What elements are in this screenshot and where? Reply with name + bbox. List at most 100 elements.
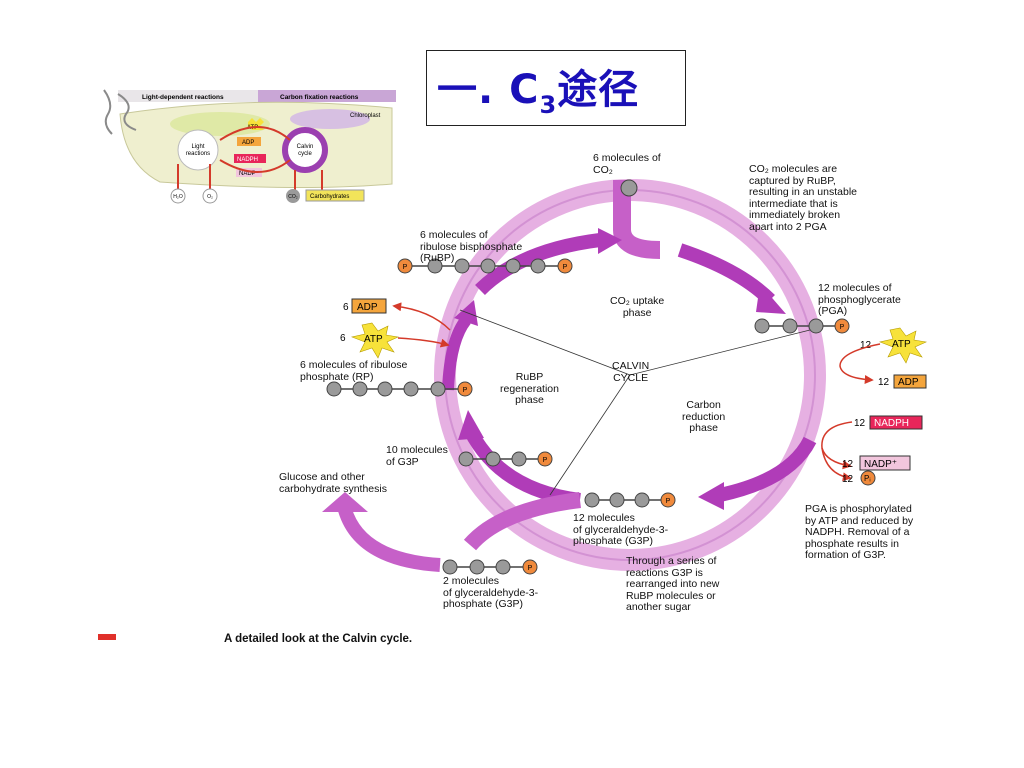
calvin-cycle-circle [282, 127, 328, 173]
pi12-number: 12 [842, 474, 854, 485]
cycle-arrow-lower-right-head [698, 482, 724, 510]
pga-chain: P [754, 318, 850, 334]
cycle-arrow-top-head [598, 228, 622, 254]
svg-text:P: P [463, 387, 468, 394]
g3p10-label: 10 molecules of G3P [386, 444, 448, 468]
divider-line-bottom [549, 374, 631, 496]
g3p2-chain: P [442, 559, 538, 575]
pga-note: PGA is phosphorylated by ATP and reduced… [805, 503, 914, 561]
atp12-burst [878, 327, 928, 364]
divider-line-left [459, 309, 631, 376]
pi12-arrow [821, 447, 852, 482]
inset-nadp-box [236, 168, 262, 177]
adp6-arrow [392, 302, 451, 331]
adp12-number: 12 [878, 377, 890, 388]
svg-text:P: P [403, 264, 408, 271]
svg-text:P: P [563, 264, 568, 271]
cycle-arrow-lower-right [718, 436, 817, 502]
inset-header-right: Carbon fixation reactions [280, 94, 359, 101]
inset-arrow-nadph [219, 159, 291, 173]
cycle-arrow-upper-right [677, 243, 775, 306]
co2-input-label: 6 molecules of CO₂ [593, 152, 661, 176]
inset-o2-circle [202, 188, 218, 204]
rubp-label: 6 molecules of ribulose bisphosphate (Ru… [420, 229, 523, 264]
carbon-reduction-phase: Carbon reduction phase [682, 399, 726, 434]
g3p-exit-arrow [463, 492, 581, 551]
atp6-burst [350, 322, 400, 359]
inset-carbohydrates: Carbohydrates [310, 194, 349, 200]
rearranged-note: Through a series of reactions G3P is rea… [626, 555, 720, 613]
co2-input-arrow [613, 180, 661, 259]
nadph12-label: NADPH [874, 418, 909, 429]
pga-label: 12 molecules of phosphoglycerate (PGA) [818, 282, 901, 317]
inset-nadp: NADP [239, 171, 256, 177]
inset-chloroplast-label: Chloroplast [350, 113, 381, 119]
inset-nadph-box [234, 154, 266, 163]
figure-caption: A detailed look at the Calvin cycle. [224, 633, 413, 645]
adp6-number: 6 [343, 302, 349, 313]
cycle-arrow-left-head [454, 300, 478, 326]
nadp12-label: NADP⁺ [864, 459, 897, 470]
title-suffix: 途径 [557, 67, 640, 113]
calvin-cycle-label: CALVIN CYCLE [612, 360, 650, 384]
svg-text:P: P [666, 498, 671, 505]
nadp12-number: 12 [842, 459, 854, 470]
nadph12-number: 12 [854, 418, 866, 429]
slide-title: 一. C3途径 [437, 57, 639, 119]
atp6-label: ATP [364, 334, 383, 345]
inset-h2o-circle [170, 188, 186, 204]
title-subscript: 3 [539, 91, 558, 119]
chloroplast-inset: Light-dependent reactions Carbon fixatio… [103, 89, 396, 204]
inset-header-left-bg [118, 90, 258, 102]
rp-chain: P [326, 381, 473, 397]
light-wave-icon-2 [117, 93, 137, 131]
g3p12-label: 12 molecules of glyceraldehyde-3- phosph… [573, 512, 669, 547]
nadph12-box [869, 415, 923, 430]
pi12-label: Pᵢ [864, 474, 871, 483]
co2-molecule [620, 179, 638, 197]
inset-co2: CO₂ [288, 194, 298, 200]
g3p12-chain: P [584, 492, 676, 508]
inset-adp-box [237, 137, 261, 146]
inset-h2o: H₂O [173, 194, 183, 200]
rp-label: 6 molecules of ribulose phosphate (RP) [300, 359, 408, 383]
title-prefix: 一. C [437, 67, 540, 113]
glucose-arrow-head [322, 492, 368, 512]
atp6-arrow [397, 337, 450, 348]
svg-text:P: P [840, 324, 845, 331]
light-reactions-circle [177, 129, 219, 171]
adp12-box [893, 374, 927, 389]
adp6-box [351, 298, 387, 314]
co2-capture-note: CO₂ molecules are captured by RuBP, resu… [749, 163, 857, 233]
pi12-circle [860, 470, 876, 486]
glucose-arrow [338, 507, 441, 572]
inset-carbohydrates-box [305, 189, 365, 202]
svg-text:P: P [543, 457, 548, 464]
inset-adp: ADP [242, 140, 254, 146]
g3p10-chain: P [458, 451, 553, 467]
rubp-chain: P P [397, 258, 573, 274]
stroma-region [290, 109, 370, 129]
cycle-arrow-bottom-left-head [458, 410, 484, 440]
atp12-arrow [839, 343, 881, 385]
co2-uptake-phase: CO₂ uptake phase [610, 295, 665, 319]
inset-arrow-atp [219, 126, 291, 141]
inset-co2-circle [286, 189, 300, 203]
g3p2-label: 2 molecules of glyceraldehyde-3- phospha… [443, 575, 539, 610]
rubp-regeneration-phase: RuBP regeneration phase [500, 371, 559, 406]
inset-nadph: NADPH [237, 157, 258, 163]
caption-marker [98, 634, 116, 640]
cycle-arrow-left [442, 316, 471, 391]
atp6-number: 6 [340, 333, 346, 344]
svg-text:P: P [528, 565, 533, 572]
slide-title-box: 一. C3途径 [426, 50, 686, 126]
divider-line-right [629, 329, 811, 376]
light-wave-icon [103, 89, 113, 135]
cycle-arrow-upper-right-head [756, 284, 786, 314]
inset-o2: O₂ [207, 194, 213, 200]
adp12-label: ADP [898, 377, 919, 388]
glucose-label: Glucose and other carbohydrate synthesis [279, 471, 387, 495]
atp12-label: ATP [892, 339, 911, 350]
